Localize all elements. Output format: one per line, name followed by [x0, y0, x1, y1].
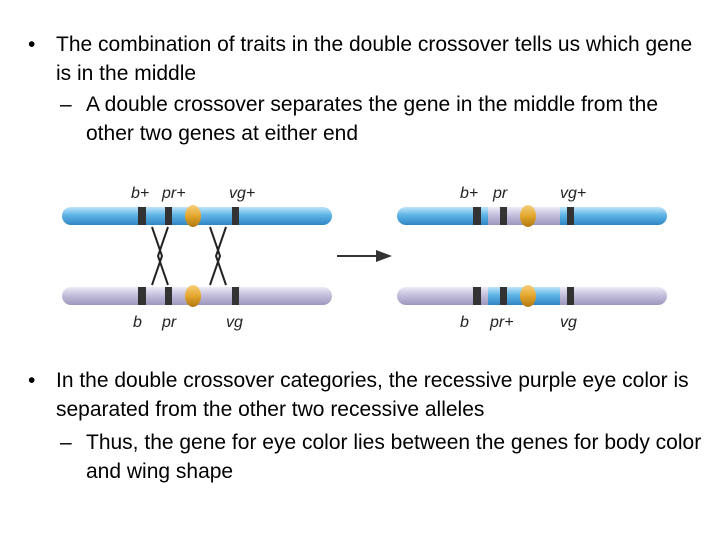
crossover-line: [156, 226, 169, 286]
bullet-1-text: The combination of traits in the double …: [56, 33, 693, 85]
gene-band: [500, 287, 507, 305]
gene-band: [138, 207, 146, 225]
gene-label: pr+: [161, 185, 186, 202]
gene-label: b+: [131, 185, 149, 202]
bullet-2-text: In the double crossover categories, the …: [56, 369, 689, 421]
centromere: [185, 285, 201, 307]
gene-band: [567, 207, 574, 225]
gene-label: vg: [226, 314, 243, 331]
gene-band: [500, 207, 507, 225]
gene-label: b: [460, 314, 469, 331]
double-crossover-diagram: b+ pr+ vg+ b pr vg b+ pr vg+ b pr+ vg: [62, 185, 667, 331]
gene-band: [567, 287, 574, 305]
bullet-2: • In the double crossover categories, th…: [28, 366, 708, 424]
bullet-1-sub-text: A double crossover separates the gene in…: [86, 93, 659, 145]
bullet-2-sub-text: Thus, the gene for eye color lies betwee…: [86, 431, 702, 483]
gene-band: [165, 287, 172, 305]
gene-label: pr: [161, 314, 177, 331]
crossover-line: [214, 226, 227, 286]
gene-label: pr: [492, 185, 508, 202]
before-crossover: b+ pr+ vg+ b pr vg: [62, 185, 332, 331]
crossover-line: [151, 226, 164, 286]
centromere: [520, 205, 536, 227]
gene-band: [232, 287, 239, 305]
gene-label: vg: [560, 314, 577, 331]
gene-band: [138, 287, 146, 305]
gene-band: [473, 207, 481, 225]
bullet-marker: •: [28, 369, 36, 392]
gene-label: vg+: [560, 185, 586, 202]
sub-bullet-marker: –: [60, 431, 72, 454]
gene-band: [473, 287, 481, 305]
bullet-marker: •: [28, 33, 36, 56]
bullet-1-sub: – A double crossover separates the gene …: [60, 90, 710, 148]
bullet-1: • The combination of traits in the doubl…: [28, 30, 708, 88]
gene-label: b: [133, 314, 142, 331]
gene-label: b+: [460, 185, 478, 202]
gene-band: [232, 207, 239, 225]
after-crossover: b+ pr vg+ b pr+ vg: [397, 185, 667, 331]
centromere: [185, 205, 201, 227]
gene-label: vg+: [229, 185, 255, 202]
bullet-2-sub: – Thus, the gene for eye color lies betw…: [60, 428, 710, 486]
sub-bullet-marker: –: [60, 93, 72, 116]
centromere: [520, 285, 536, 307]
gene-band: [165, 207, 172, 225]
gene-label: pr+: [489, 314, 514, 331]
arrow-icon: [337, 250, 392, 262]
crossover-line: [209, 226, 222, 286]
